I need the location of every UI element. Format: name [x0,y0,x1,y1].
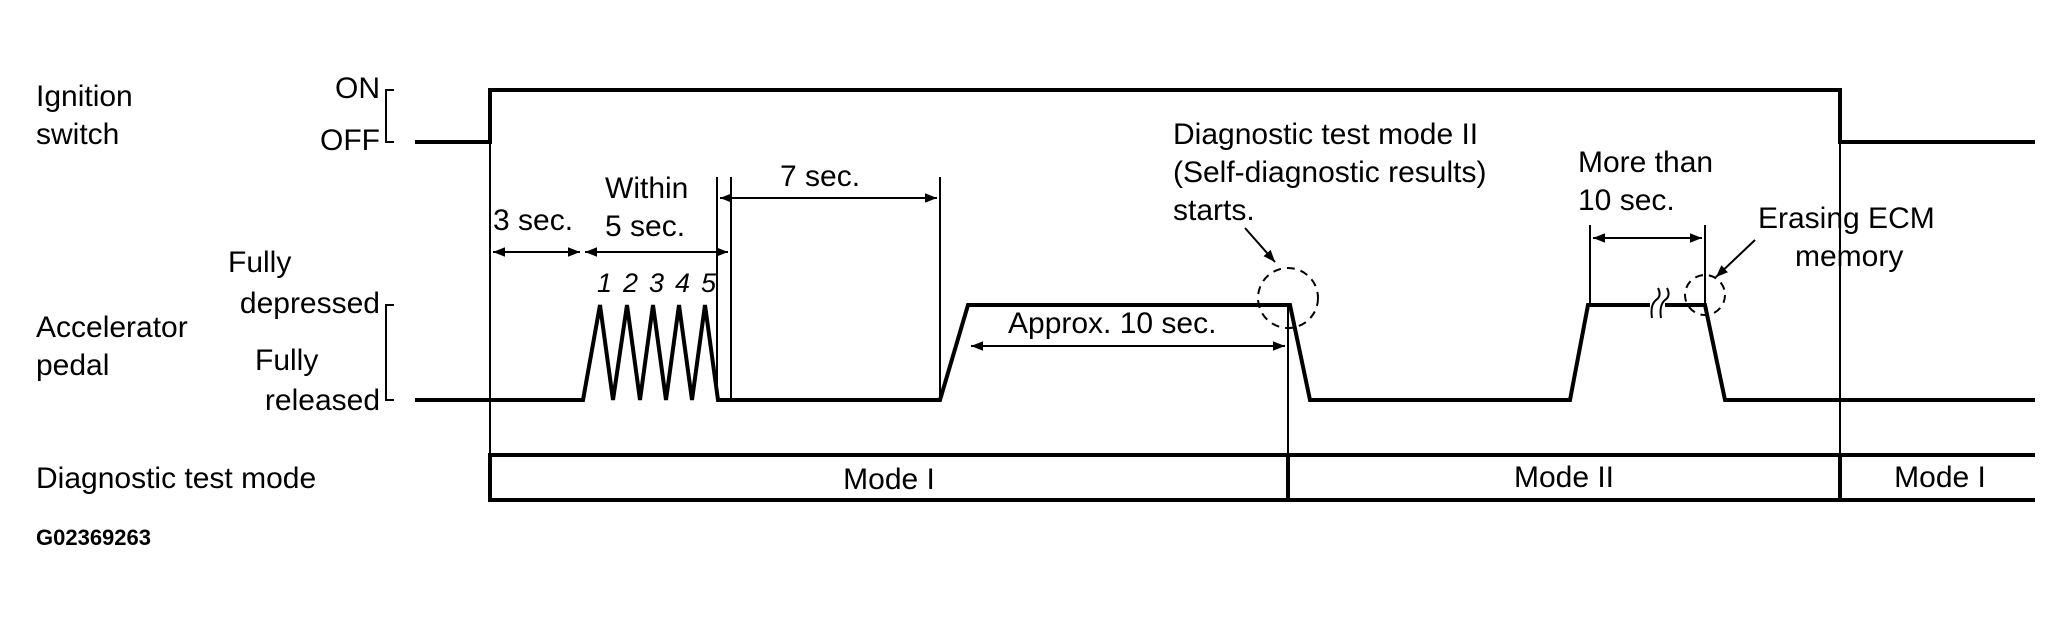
within-label-line1: Within [605,172,688,205]
more-than-label-line2: 10 sec. [1578,184,1675,217]
mode-bar [488,453,2035,502]
pulse-number-5: 5 [701,268,717,298]
on-label: ON [335,72,380,105]
pulse-number-1: 1 [597,268,612,298]
accelerator-label-line2: pedal [36,349,109,382]
diagnostic-mode-label: Diagnostic test mode [36,462,316,495]
fully-depressed-label-line1: Fully [228,246,291,279]
ignition-label-line2: switch [36,118,119,151]
pulse-number-4: 4 [675,268,690,298]
three-sec-label: 3 sec. [493,204,573,237]
more-than-label-line1: More than [1578,146,1713,179]
off-label: OFF [320,124,380,157]
fully-released-label-line2: released [265,384,380,417]
dimension-arrows [493,193,1702,351]
ignition-label-line1: Ignition [36,80,133,113]
ignition-signal [385,88,2035,144]
reference-lines [489,142,1841,455]
seven-sec-label: 7 sec. [780,160,860,193]
mode2-start-note-line1: Diagnostic test mode II [1173,118,1478,151]
pulse-number-3: 3 [649,268,664,298]
figure-code: G02369263 [36,525,151,550]
accelerator-label-line1: Accelerator [36,311,188,344]
mode2-start-note-line2: (Self-diagnostic results) [1173,156,1486,189]
accelerator-signal [385,287,2035,402]
mode2-start-note-line3: starts. [1173,194,1255,227]
erasing-note-line2: memory [1795,240,1903,273]
fully-released-label-line1: Fully [255,344,318,377]
callout-markers [1244,227,1756,329]
within-label-line2: 5 sec. [605,210,685,243]
approx-ten-sec-label: Approx. 10 sec. [1008,307,1216,340]
mode-label-second: Mode II [1514,461,1614,494]
mode-label-third: Mode I [1894,461,1986,494]
pulse-number-2: 2 [622,268,638,298]
fully-depressed-label-line2: depressed [240,287,380,320]
erasing-note-line1: Erasing ECM [1758,202,1935,235]
mode-label-first: Mode I [843,463,935,496]
